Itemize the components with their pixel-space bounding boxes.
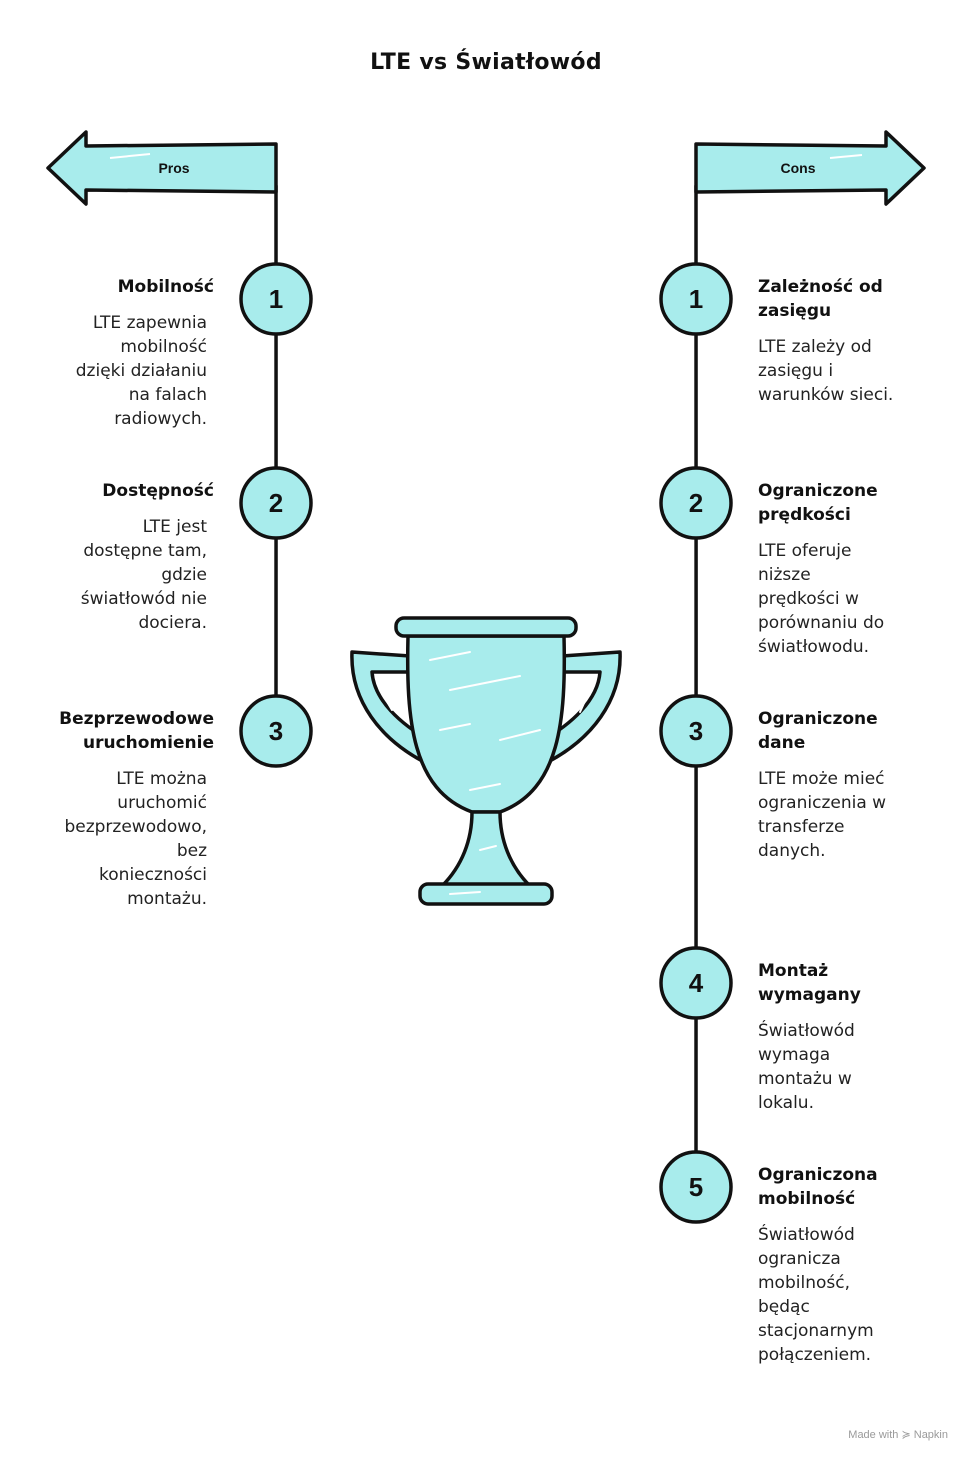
cons-circle-5	[659, 1150, 733, 1224]
heading-line: Zależność od	[758, 277, 883, 297]
desc-line: LTE może mieć	[758, 769, 885, 789]
cons-number-3: 3	[688, 716, 704, 746]
cons-number-2: 2	[688, 488, 704, 518]
pros-arrow-sketch-line	[109, 153, 151, 159]
cons-arrow-sketch-line	[829, 154, 863, 159]
desc-line: stacjonarnym	[758, 1321, 874, 1341]
cons-arrow-icon	[694, 130, 926, 206]
made-with-napkin-credit[interactable]: Made with ≽ Napkin	[848, 1429, 948, 1441]
heading-line: Ograniczone	[758, 481, 878, 501]
pros-item-heading: Mobilność	[14, 275, 214, 299]
heading-line: Dostępność	[102, 481, 214, 501]
desc-line: LTE zapewnia	[92, 313, 207, 333]
cons-item-heading: Ograniczona mobilność	[758, 1163, 928, 1211]
cons-item-heading: Zależność od zasięgu	[758, 275, 928, 323]
cons-item-description: Światłowód ogranicza mobilność, będąc st…	[758, 1223, 928, 1367]
heading-line: uruchomienie	[83, 733, 214, 753]
heading-line: dane	[758, 733, 806, 753]
heading-line: Mobilność	[117, 277, 214, 297]
desc-line: będąc	[758, 1297, 810, 1317]
cons-circle-1	[659, 262, 733, 336]
pros-number-1: 1	[268, 284, 284, 314]
heading-line: Ograniczona	[758, 1165, 878, 1185]
desc-line: LTE oferuje	[758, 541, 852, 561]
cons-circle-2	[659, 466, 733, 540]
pros-item-heading: Dostępność	[14, 479, 214, 503]
pros-circle-3	[239, 694, 313, 768]
desc-line: ogranicza	[758, 1249, 841, 1269]
cons-number-4: 4	[688, 968, 704, 998]
desc-line: bez	[176, 841, 207, 861]
desc-line: Światłowód	[758, 1225, 855, 1245]
cons-item-description: LTE oferuje niższe prędkości w porównani…	[758, 539, 928, 659]
desc-line: danych.	[758, 841, 826, 861]
cons-item-heading: Ograniczone dane	[758, 707, 928, 755]
desc-line: bezprzewodowo,	[64, 817, 207, 837]
desc-line: ograniczenia w	[758, 793, 887, 813]
desc-line: dostępne tam,	[83, 541, 207, 561]
trophy-icon	[350, 616, 622, 906]
desc-line: radiowych.	[114, 409, 207, 429]
trophy-sketch-highlights	[379, 651, 591, 895]
pros-circle-1	[239, 262, 313, 336]
heading-line: mobilność	[758, 1189, 856, 1209]
heading-line: wymagany	[758, 985, 861, 1005]
pros-item-description: LTE można uruchomić bezprzewodowo, bez k…	[27, 767, 207, 911]
desc-line: transferze	[758, 817, 845, 837]
desc-line: mobilność,	[758, 1273, 850, 1293]
heading-line: prędkości	[758, 505, 851, 525]
desc-line: na falach	[128, 385, 207, 405]
cons-label: Cons	[780, 160, 816, 176]
cons-number-1: 1	[688, 284, 704, 314]
desc-line: niższe	[758, 565, 811, 585]
cons-item-description: LTE zależy od zasięgu i warunków sieci.	[758, 335, 928, 407]
desc-line: Światłowód	[758, 1021, 855, 1041]
desc-line: dzięki działaniu	[75, 361, 207, 381]
cons-item-description: LTE może mieć ograniczenia w transferze …	[758, 767, 928, 863]
cons-circle-4	[659, 946, 733, 1020]
pros-number-2: 2	[268, 488, 284, 518]
desc-line: montażu.	[127, 889, 207, 909]
desc-line: prędkości w	[758, 589, 859, 609]
desc-line: porównaniu do	[758, 613, 885, 633]
desc-line: wymaga	[758, 1045, 831, 1065]
pros-item-description: LTE zapewnia mobilność dzięki działaniu …	[27, 311, 207, 431]
cons-number-5: 5	[688, 1172, 704, 1202]
cons-item-description: Światłowód wymaga montażu w lokalu.	[758, 1019, 928, 1115]
cons-item-heading: Ograniczone prędkości	[758, 479, 928, 527]
desc-line: LTE można	[116, 769, 207, 789]
cons-timeline-line	[693, 184, 699, 1192]
desc-line: światłowodu.	[758, 637, 870, 657]
desc-line: LTE zależy od	[758, 337, 872, 357]
cons-circle-3	[659, 694, 733, 768]
desc-line: montażu w	[758, 1069, 852, 1089]
desc-line: uruchomić	[117, 793, 207, 813]
heading-line: Bezprzewodowe	[59, 709, 214, 729]
desc-line: warunków sieci.	[758, 385, 894, 405]
page-title: LTE vs Światłowód	[370, 50, 602, 75]
desc-line: lokalu.	[758, 1093, 814, 1113]
heading-line: zasięgu	[758, 301, 832, 321]
desc-line: konieczności	[99, 865, 207, 885]
desc-line: połączeniem.	[758, 1345, 872, 1365]
cons-item-heading: Montaż wymagany	[758, 959, 928, 1007]
desc-line: gdzie	[161, 565, 207, 585]
desc-line: mobilność	[120, 337, 207, 357]
pros-label: Pros	[158, 160, 190, 176]
pros-item-description: LTE jest dostępne tam, gdzie światłowód …	[27, 515, 207, 635]
heading-line: Montaż	[758, 961, 829, 981]
pros-arrow-icon	[46, 130, 278, 206]
pros-number-3: 3	[268, 716, 284, 746]
heading-line: Ograniczone	[758, 709, 878, 729]
desc-line: światłowód nie	[80, 589, 207, 609]
pros-circle-2	[239, 466, 313, 540]
desc-line: dociera.	[138, 613, 207, 633]
desc-line: LTE jest	[142, 517, 207, 537]
desc-line: zasięgu i	[758, 361, 834, 381]
pros-item-heading: Bezprzewodowe uruchomienie	[14, 707, 214, 755]
